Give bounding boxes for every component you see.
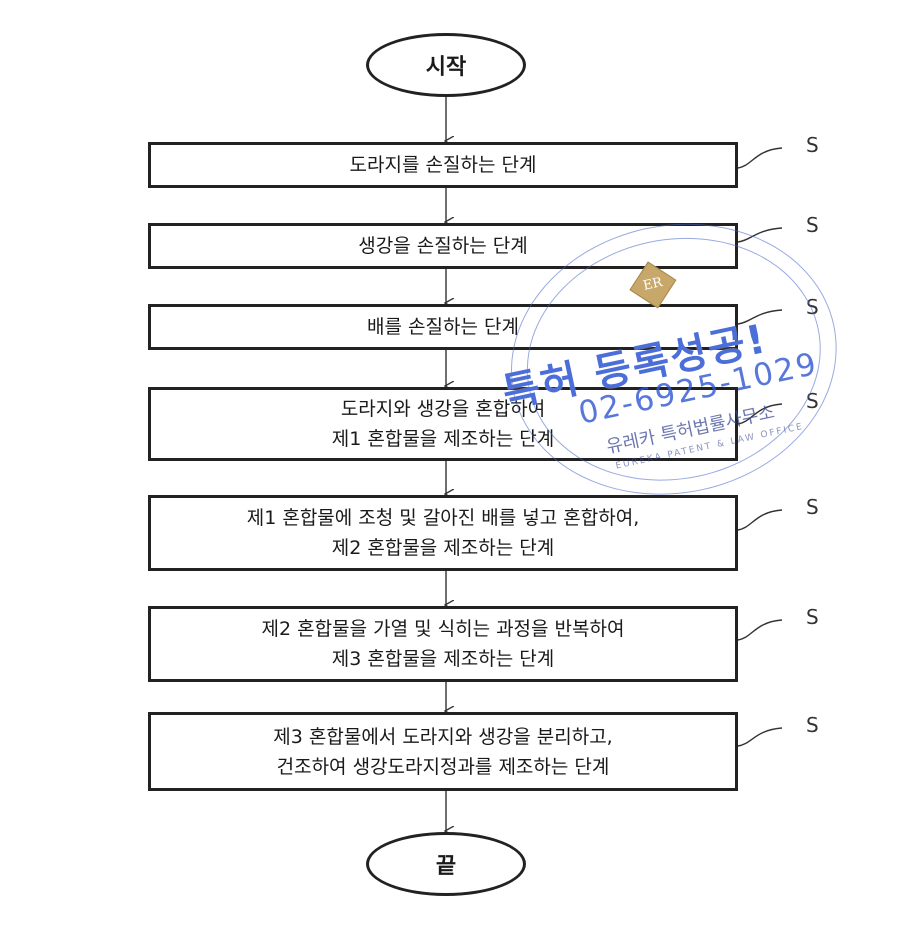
- step-text-line-2: 제2 혼합물을 제조하는 단계: [332, 533, 555, 563]
- step-label-3: S: [806, 295, 820, 319]
- leader-line-4: [738, 404, 782, 424]
- step-text-line-1: 도라지와 생강을 혼합하여: [341, 394, 545, 424]
- step-text-line-2: 제3 혼합물을 제조하는 단계: [332, 644, 555, 674]
- step-text-line-2: 건조하여 생강도라지정과를 제조하는 단계: [277, 752, 610, 782]
- step-label-4: S: [806, 389, 820, 413]
- end-terminal: 끝: [366, 832, 526, 896]
- step-text-line-2: 제1 혼합물을 제조하는 단계: [332, 424, 555, 454]
- start-terminal: 시작: [366, 33, 526, 97]
- start-label: 시작: [426, 49, 466, 81]
- step-text-line-1: 제1 혼합물에 조청 및 갈아진 배를 넣고 혼합하여,: [247, 503, 640, 533]
- step-label-7: S: [806, 713, 820, 737]
- step-text: 배를 손질하는 단계: [367, 312, 519, 342]
- step-text-line-1: 제2 혼합물을 가열 및 식히는 과정을 반복하여: [262, 614, 625, 644]
- leader-line-1: [738, 148, 782, 168]
- step-text: 도라지를 손질하는 단계: [350, 150, 537, 180]
- step-label-1: S: [806, 133, 820, 157]
- step-label-5: S: [806, 495, 820, 519]
- leader-line-2: [738, 228, 782, 242]
- leader-line-6: [738, 620, 782, 640]
- step-box-7: 제3 혼합물에서 도라지와 생강을 분리하고, 건조하여 생강도라지정과를 제조…: [148, 712, 738, 791]
- leader-line-3: [738, 310, 782, 324]
- step-box-3: 배를 손질하는 단계: [148, 304, 738, 350]
- step-text: 생강을 손질하는 단계: [358, 231, 527, 261]
- step-label-6: S: [806, 605, 820, 629]
- end-label: 끝: [436, 848, 456, 880]
- step-box-4: 도라지와 생강을 혼합하여 제1 혼합물을 제조하는 단계: [148, 387, 738, 461]
- step-text-line-1: 제3 혼합물에서 도라지와 생강을 분리하고,: [273, 722, 612, 752]
- leader-line-7: [738, 728, 782, 746]
- step-box-1: 도라지를 손질하는 단계: [148, 142, 738, 188]
- leader-line-5: [738, 510, 782, 530]
- step-box-2: 생강을 손질하는 단계: [148, 223, 738, 269]
- step-box-6: 제2 혼합물을 가열 및 식히는 과정을 반복하여 제3 혼합물을 제조하는 단…: [148, 606, 738, 682]
- step-box-5: 제1 혼합물에 조청 및 갈아진 배를 넣고 혼합하여, 제2 혼합물을 제조하…: [148, 495, 738, 571]
- step-label-2: S: [806, 213, 820, 237]
